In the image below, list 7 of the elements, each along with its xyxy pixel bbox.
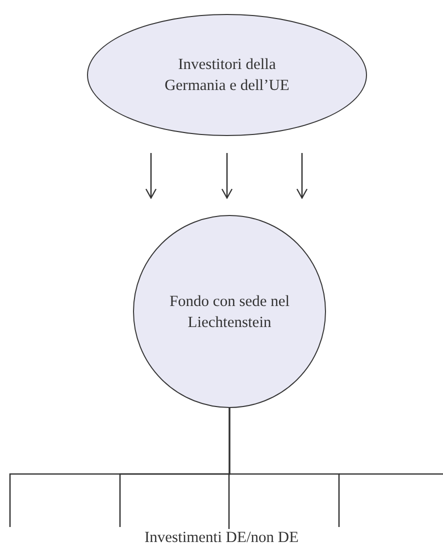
caption-text: Investimenti DE/non DE (0, 529, 443, 547)
node-text: Fondo con sede nel Liechtenstein (168, 292, 291, 332)
arrow (221, 153, 233, 199)
branch-line (228, 408, 340, 527)
arrow (296, 153, 308, 199)
arrow (145, 153, 157, 199)
node-text: Investitori della Germania e dell’UE (164, 55, 290, 96)
